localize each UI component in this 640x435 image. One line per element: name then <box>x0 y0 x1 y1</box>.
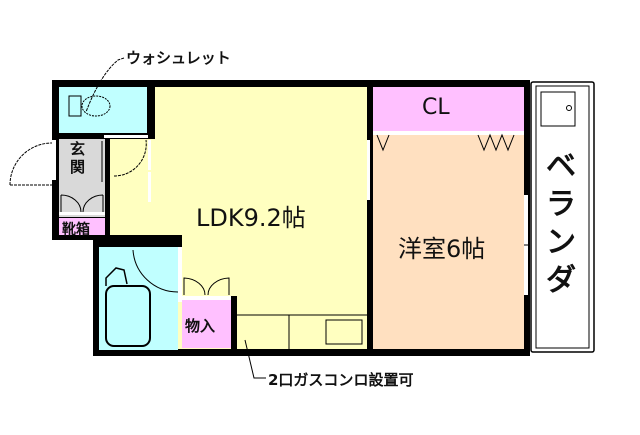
ldk-label: LDK9.2帖 <box>196 204 306 232</box>
entrance-label: 玄関 <box>70 140 86 176</box>
bathroom-floor <box>99 247 178 350</box>
shoe-box-label: 靴箱 <box>62 222 90 238</box>
outdoor-unit <box>540 91 576 127</box>
gas-stove-annotation: 2口ガスコンロ設置可 <box>268 371 414 389</box>
toilet-room <box>59 87 147 133</box>
storage-floor <box>182 300 231 348</box>
veranda-label: ベランダ <box>546 149 576 298</box>
storage-label: 物入 <box>185 317 216 335</box>
western-room-floor <box>373 135 524 349</box>
veranda-outline <box>530 81 595 353</box>
closet-label: CL <box>422 95 450 120</box>
washlet-annotation: ウォシュレット <box>126 49 231 67</box>
closet-floor <box>373 87 524 131</box>
entrance-floor <box>59 139 105 217</box>
western-room-label: 洋室6帖 <box>398 235 486 263</box>
shoe-box-area <box>59 218 105 235</box>
